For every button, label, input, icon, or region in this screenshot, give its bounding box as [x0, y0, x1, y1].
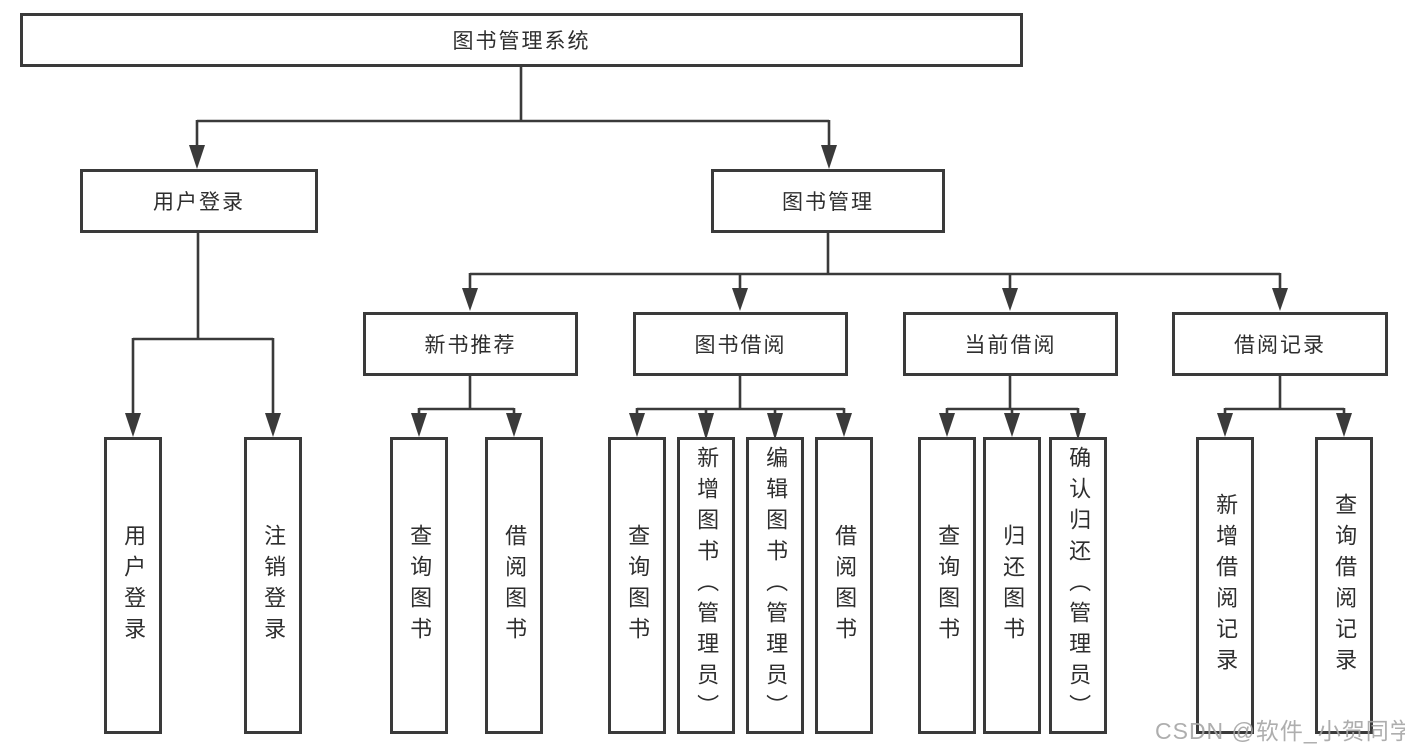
leaf-label: 借阅图书 — [832, 523, 858, 648]
leaf-query-books-current: 查询图书 — [918, 437, 976, 734]
leaf-label: 查询图书 — [935, 523, 961, 648]
node-label: 图书管理 — [782, 191, 874, 214]
leaf-logout: 注销登录 — [244, 437, 302, 734]
node-library-management-system: 图书管理系统 — [20, 13, 1023, 67]
leaf-label: 编辑图书（管理员） — [763, 446, 789, 725]
node-current-borrow: 当前借阅 — [903, 312, 1118, 376]
leaf-borrow-books: 借阅图书 — [815, 437, 873, 734]
leaf-edit-book-admin: 编辑图书（管理员） — [746, 437, 804, 734]
leaf-label: 查询图书 — [407, 523, 433, 648]
leaf-query-books-recommend: 查询图书 — [390, 437, 448, 734]
node-label: 借阅记录 — [1234, 334, 1326, 357]
leaf-label: 新增借阅记录 — [1213, 492, 1239, 679]
leaf-query-books-borrow: 查询图书 — [608, 437, 666, 734]
leaf-query-borrow-record: 查询借阅记录 — [1315, 437, 1373, 734]
node-book-borrow: 图书借阅 — [633, 312, 848, 376]
leaf-borrow-books-recommend: 借阅图书 — [485, 437, 543, 734]
csdn-watermark: CSDN @软件_小贺同学 — [1155, 718, 1405, 744]
leaf-confirm-return-admin: 确认归还（管理员） — [1049, 437, 1107, 734]
leaf-add-borrow-record: 新增借阅记录 — [1196, 437, 1254, 734]
node-new-book-recommend: 新书推荐 — [363, 312, 578, 376]
leaf-user-login: 用户登录 — [104, 437, 162, 734]
leaf-label: 用户登录 — [121, 523, 147, 648]
leaf-label: 确认归还（管理员） — [1066, 446, 1092, 725]
leaf-label: 注销登录 — [261, 523, 287, 648]
node-user-login: 用户登录 — [80, 169, 318, 233]
node-label: 图书管理系统 — [452, 30, 591, 53]
node-borrow-records: 借阅记录 — [1172, 312, 1388, 376]
node-label: 当前借阅 — [964, 334, 1057, 357]
leaf-return-books: 归还图书 — [983, 437, 1041, 734]
leaf-label: 归还图书 — [1000, 523, 1026, 648]
leaf-label: 新增图书（管理员） — [694, 446, 720, 725]
node-book-management: 图书管理 — [711, 169, 945, 233]
leaf-label: 查询图书 — [625, 523, 651, 648]
leaf-label: 查询借阅记录 — [1332, 492, 1358, 679]
leaf-label: 借阅图书 — [502, 523, 528, 648]
node-label: 新书推荐 — [424, 334, 517, 357]
node-label: 用户登录 — [153, 191, 245, 214]
leaf-add-book-admin: 新增图书（管理员） — [677, 437, 735, 734]
node-label: 图书借阅 — [694, 334, 787, 357]
